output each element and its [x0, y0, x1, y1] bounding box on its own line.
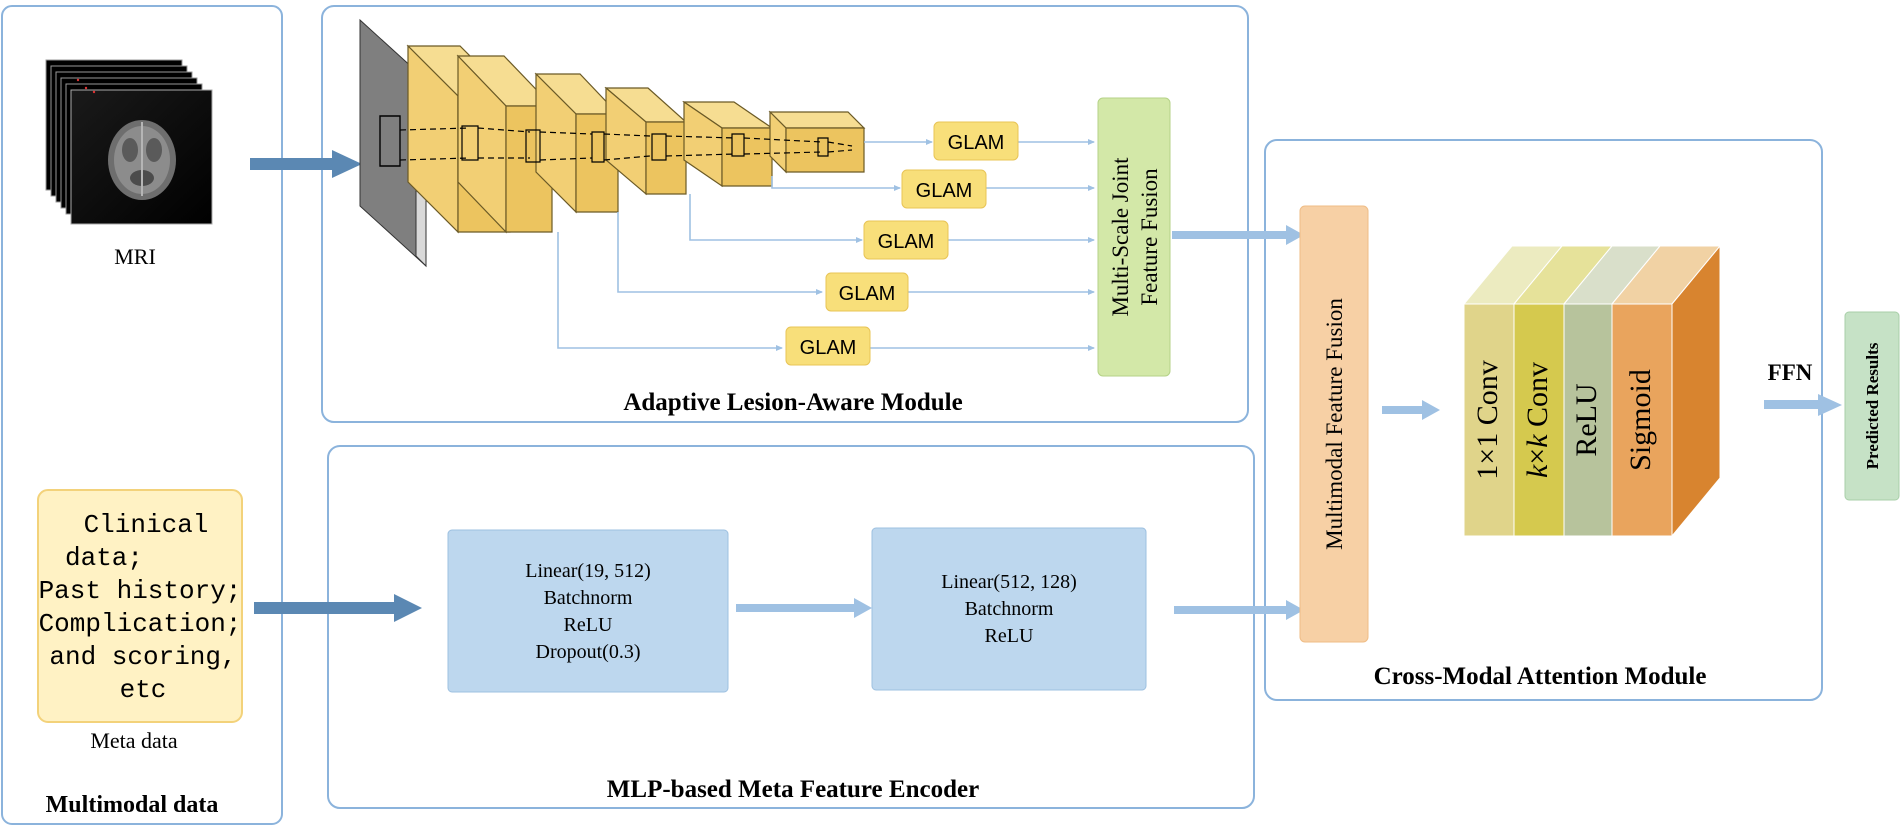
- attention-layer-convkxk-conv: Conv: [1521, 362, 1554, 435]
- predicted-results-label: Predicted Results: [1863, 342, 1882, 469]
- clinical-line: data;: [65, 543, 143, 573]
- attention-layer-convkxk-k1: k: [1521, 464, 1554, 478]
- panel-cross-modal: [1264, 139, 1823, 701]
- mri-label: MRI: [114, 244, 156, 269]
- multiscale-to-multimodal-arrow: [1172, 225, 1304, 245]
- multimodal-to-attention-arrow: [1382, 400, 1440, 420]
- attention-layer-convkxk-k2: k: [1521, 434, 1554, 448]
- svg-text:GLAM: GLAM: [839, 283, 896, 305]
- multimodal-fusion-block: [1299, 205, 1369, 643]
- mri-image-stack: [45, 59, 213, 225]
- glam-box: GLAM: [901, 169, 987, 209]
- mlp-block-1-line: Batchnorm: [544, 587, 633, 609]
- attention-layer-sigmoid: Sigmoid: [1624, 369, 1657, 471]
- svg-text:GLAM: GLAM: [916, 180, 973, 202]
- attention-layer-stack: [1462, 244, 1722, 538]
- clinical-line: Past history;: [39, 576, 242, 606]
- attention-layer-convkxk: k×k Conv: [1521, 362, 1554, 478]
- mlp-block-2-line: ReLU: [985, 625, 1034, 647]
- multiscale-fusion-label-2: Feature Fusion: [1137, 168, 1162, 306]
- panel-title-cross-modal: Cross-Modal Attention Module: [1374, 663, 1707, 690]
- mlp-block-2: [871, 527, 1147, 691]
- meta-to-mlp-arrow: [254, 594, 422, 622]
- glam-box: GLAM: [863, 220, 949, 260]
- mlp-to-multimodal-arrow: [1174, 600, 1304, 620]
- mlp-block-1: [447, 529, 729, 693]
- clinical-line: Complication;: [39, 609, 242, 639]
- cnn-receptive-fields: [399, 125, 853, 163]
- svg-text:GLAM: GLAM: [948, 132, 1005, 154]
- multimodal-fusion-label: Multimodal Feature Fusion: [1322, 298, 1347, 550]
- mlp-block-1-line: ReLU: [564, 614, 613, 636]
- predicted-results-block: [1844, 311, 1900, 501]
- ffn-label: FFN: [1768, 360, 1813, 385]
- cnn-feature-cubes: [406, 44, 866, 234]
- attention-layer-relu: ReLU: [1570, 383, 1603, 457]
- multiscale-fusion-block: [1097, 97, 1171, 377]
- panel-multimodal-data: [1, 5, 283, 825]
- glam-box: GLAM: [933, 121, 1019, 161]
- glam-box: GLAM: [825, 272, 909, 312]
- mlp-1-to-2-arrow: [736, 598, 872, 618]
- ffn-arrow: [1764, 394, 1842, 416]
- clinical-data-box: [37, 489, 243, 723]
- mlp-block-1-line: Linear(19, 512): [525, 560, 651, 582]
- mlp-block-2-line: Batchnorm: [965, 598, 1054, 620]
- mri-to-cnn-arrow: [250, 150, 362, 178]
- panel-title-multimodal-data: Multimodal data: [46, 792, 219, 818]
- attention-layer-convkxk-x: ×: [1521, 448, 1554, 465]
- panel-title-mlp-encoder: MLP-based Meta Feature Encoder: [607, 776, 979, 803]
- svg-text:GLAM: GLAM: [878, 231, 935, 253]
- attention-layer-conv1x1: 1×1 Conv: [1471, 360, 1504, 479]
- panel-adaptive-lesion: [321, 5, 1249, 423]
- meta-data-label: Meta data: [90, 728, 178, 753]
- clinical-line: Clinical: [84, 510, 209, 540]
- glam-box: GLAM: [785, 326, 871, 366]
- clinical-data-text: Clinical data; Past history; Complicatio…: [39, 510, 242, 705]
- panel-mlp-encoder: [327, 445, 1255, 809]
- svg-text:GLAM: GLAM: [800, 337, 857, 359]
- glam-connectors: [557, 139, 1095, 351]
- clinical-line: etc: [120, 675, 167, 705]
- mlp-block-2-line: Linear(512, 128): [941, 571, 1077, 593]
- panel-title-adaptive-lesion: Adaptive Lesion-Aware Module: [623, 389, 962, 416]
- clinical-line: and scoring,: [49, 642, 236, 672]
- mlp-block-1-line: Dropout(0.3): [536, 641, 641, 663]
- multiscale-fusion-label-1: Multi-Scale Joint: [1108, 157, 1133, 317]
